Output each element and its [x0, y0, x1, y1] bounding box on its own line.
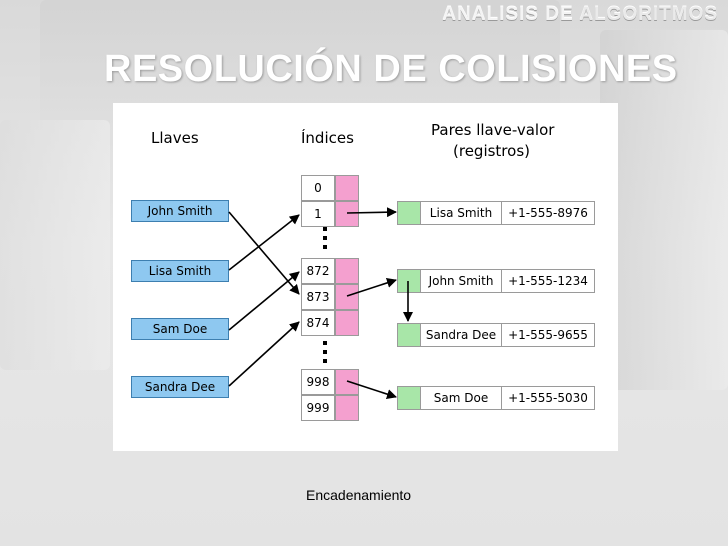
arrow-sam-to-872: [228, 271, 300, 331]
record-phone: +1-555-5030: [502, 387, 594, 409]
key-john-smith: John Smith: [131, 200, 229, 222]
index-cell: 873: [301, 284, 335, 310]
bucket-slot: [335, 258, 359, 284]
slide-title: RESOLUCIÓN DE COLISIONES: [104, 48, 678, 90]
bucket-slot: [335, 310, 359, 336]
record-phone: +1-555-1234: [502, 270, 594, 292]
record-row: John Smith +1-555-1234: [397, 269, 595, 293]
brand-main: ALGORITMOS: [579, 4, 718, 25]
arrow-sandra-to-874: [228, 321, 300, 387]
record-phone: +1-555-9655: [502, 324, 594, 346]
record-name: Lisa Smith: [421, 202, 502, 224]
record-pointer-cell: [398, 270, 421, 292]
bucket-slot: [335, 395, 359, 421]
index-cell: 874: [301, 310, 335, 336]
key-lisa-smith: Lisa Smith: [131, 260, 229, 282]
pairs-header-line2: (registros): [453, 142, 530, 160]
record-row: Lisa Smith +1-555-8976: [397, 201, 595, 225]
keys-header: Llaves: [151, 129, 199, 147]
record-pointer-cell: [398, 387, 421, 409]
key-sam-doe: Sam Doe: [131, 318, 229, 340]
bucket-slot: [335, 369, 359, 395]
arrow-998-to-sam-record: [346, 380, 397, 399]
index-cell: 872: [301, 258, 335, 284]
arrow-john-to-873: [228, 211, 300, 295]
connection-arrows: [228, 207, 413, 399]
bucket-slot: [335, 201, 359, 227]
record-name: John Smith: [421, 270, 502, 292]
index-cell: 0: [301, 175, 335, 201]
pairs-header-line1: Pares llave-valor: [431, 121, 555, 139]
arrow-1-to-lisa-record: [346, 207, 397, 218]
indices-header: Índices: [301, 129, 354, 147]
brand-prefix: ANALISIS DE: [442, 4, 580, 25]
background-shape: [0, 120, 110, 370]
key-sandra-dee: Sandra Dee: [131, 376, 229, 398]
diagram-panel: Llaves Índices Pares llave-valor (regist…: [113, 103, 618, 451]
record-name: Sandra Dee: [421, 324, 502, 346]
record-phone: +1-555-8976: [502, 202, 594, 224]
background-shape: [600, 30, 728, 390]
record-pointer-cell: [398, 324, 421, 346]
record-row: Sam Doe +1-555-5030: [397, 386, 595, 410]
bucket-slot: [335, 284, 359, 310]
bucket-slot: [335, 175, 359, 201]
brand-watermark: ANALISIS DE ALGORITMOS: [442, 4, 718, 26]
record-name: Sam Doe: [421, 387, 502, 409]
arrow-873-to-john-record: [346, 278, 397, 297]
record-row: Sandra Dee +1-555-9655: [397, 323, 595, 347]
index-cell: 1: [301, 201, 335, 227]
index-cell: 998: [301, 369, 335, 395]
figure-caption: Encadenamiento: [306, 487, 412, 503]
record-pointer-cell: [398, 202, 421, 224]
arrow-lisa-to-1: [228, 214, 300, 271]
index-cell: 999: [301, 395, 335, 421]
ellipsis-dots: [323, 227, 327, 363]
